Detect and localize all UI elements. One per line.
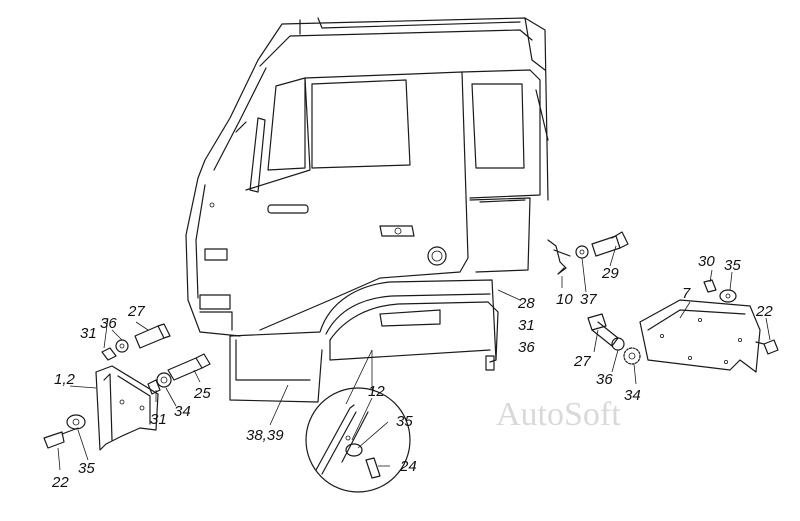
- callout-22-left: 22: [51, 474, 69, 491]
- callout-31-left: 31: [80, 325, 97, 342]
- callout-10: 10: [556, 291, 573, 308]
- callout-12: 12: [368, 383, 385, 400]
- callout-22-right: 22: [755, 303, 773, 320]
- callout-36-bottom: 36: [596, 371, 613, 388]
- left-mudguard-assembly: [43, 323, 211, 451]
- callout-35-left: 35: [78, 460, 95, 477]
- callout-28: 28: [517, 295, 535, 312]
- callout-36-left: 36: [100, 315, 117, 332]
- callout-35-detail: 35: [396, 413, 413, 430]
- callout-35-right: 35: [724, 257, 741, 274]
- truck-cab: [185, 17, 549, 403]
- callout-31-right: 31: [518, 317, 535, 334]
- callout-38-39: 38,39: [246, 427, 284, 444]
- callout-24: 24: [399, 458, 417, 475]
- watermark-text: AutoSoft: [496, 396, 621, 433]
- callout-37: 37: [580, 291, 597, 308]
- callout-7: 7: [682, 285, 691, 302]
- callout-34-right: 34: [624, 387, 641, 404]
- callout-labels: 1,2 31 36 27 31 34 25 22 35 38,39 12 35 …: [51, 253, 773, 491]
- callout-1-2: 1,2: [54, 371, 76, 388]
- callout-27-left: 27: [127, 303, 145, 320]
- callout-34-left: 34: [174, 403, 191, 420]
- callout-30: 30: [698, 253, 715, 270]
- callout-29: 29: [601, 265, 619, 282]
- leader-lines: [57, 245, 771, 471]
- callout-36-right: 36: [518, 339, 535, 356]
- right-bracket-parts: [547, 231, 779, 373]
- callout-31-mid: 31: [150, 411, 167, 428]
- callout-27-right: 27: [573, 353, 591, 370]
- detail-view-fastening: [269, 349, 411, 493]
- callout-25: 25: [193, 385, 211, 402]
